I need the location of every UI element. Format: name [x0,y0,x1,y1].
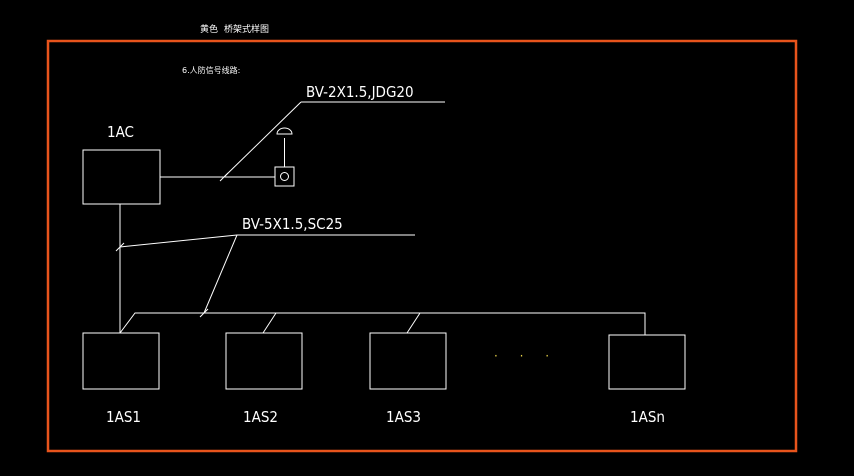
unit-label-3: 1AS3 [386,408,421,426]
header-title-right: 桥架式样图 [224,23,269,35]
unit-label-2: 1AS2 [243,408,278,426]
unit-box-n [608,334,686,390]
signal-device-lamp-icon [280,172,289,181]
tick-mark [219,172,229,182]
controller-label: 1AC [107,123,134,141]
unit-label-1: 1AS1 [106,408,141,426]
unit-box-3 [369,332,447,390]
leader-line-lower-diag2 [203,234,238,314]
drawing-frame [46,39,798,453]
leader-line-upper-diag [223,101,302,178]
cable-label-lower: BV-5X1.5,SC25 [242,215,343,233]
unit-label-n: 1ASn [630,408,665,426]
unit-box-2 [225,332,303,390]
note-text: 6.人防信号线路: [182,65,240,75]
controller-box [82,149,161,205]
leader-line-lower-diag1 [119,234,238,248]
tick-mark-2 [115,242,125,252]
signal-device-box [274,166,295,187]
header-title-left: 黄色 [200,23,218,35]
bell-icon [276,127,293,135]
cable-label-upper: BV-2X1.5,JDG20 [306,83,414,101]
bus-line [119,312,646,335]
ellipsis-dots: · · · [494,349,558,363]
drop-line-3 [406,312,421,334]
drop-line-2 [262,312,277,334]
unit-box-1 [82,332,160,390]
